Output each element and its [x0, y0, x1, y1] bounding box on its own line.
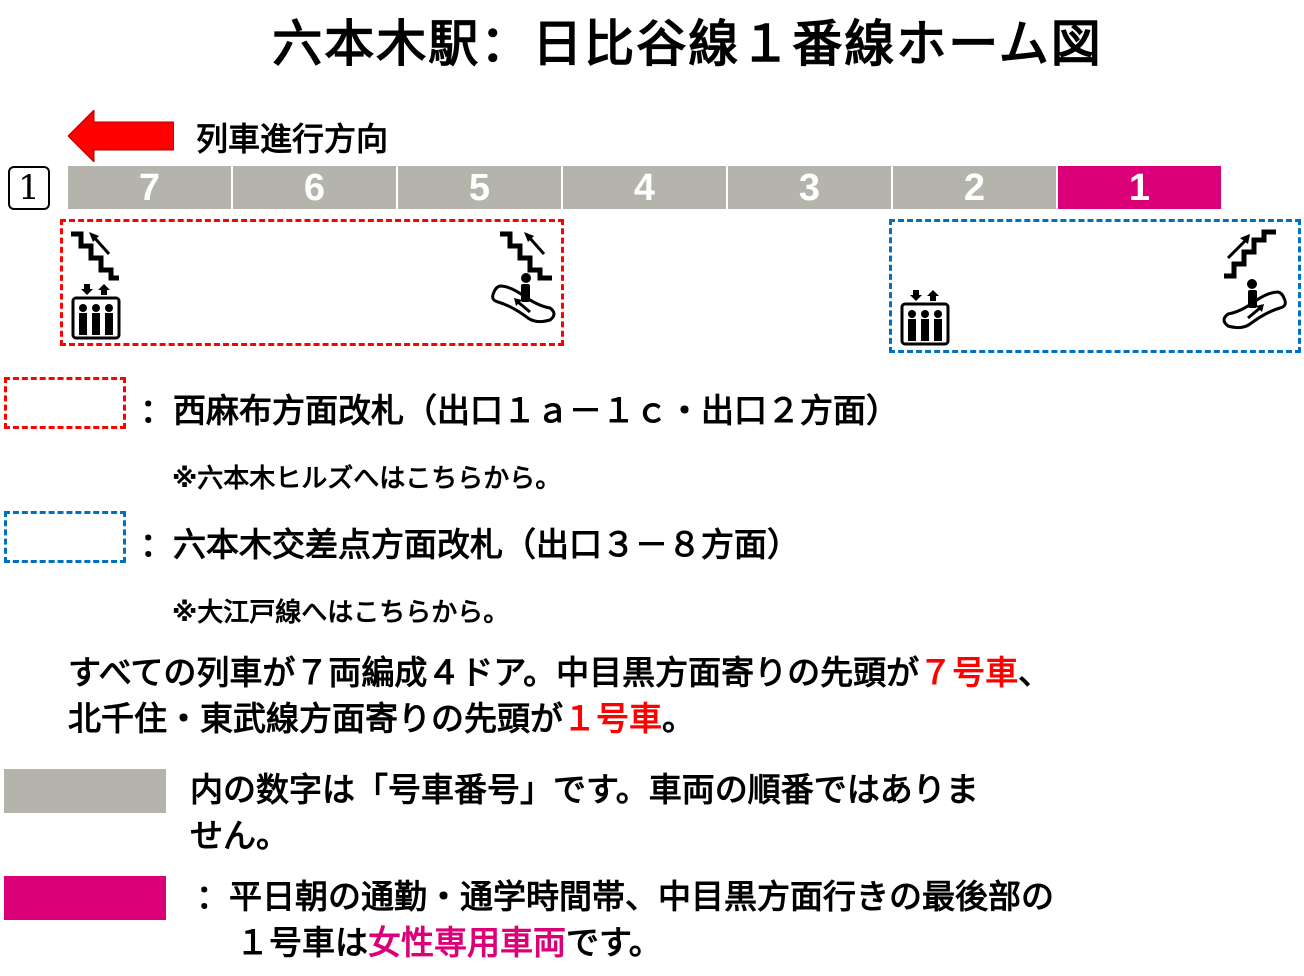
- women-only-swatch: [4, 876, 166, 920]
- info-text: すべての列車が７両編成４ドア。中目黒方面寄りの先頭が: [68, 653, 920, 692]
- car-number-description-line-2: せん。: [190, 816, 289, 855]
- train-cars: 7 6 5 4 3 2 1: [68, 166, 1221, 209]
- car-1-highlight: １号車: [563, 699, 662, 738]
- gate-area-roppongi-crossing: [889, 219, 1301, 353]
- info-text: 。: [662, 699, 695, 738]
- track-number-badge: 1: [8, 166, 50, 210]
- page-title: 六本木駅：日比谷線１番線ホーム図: [272, 15, 1103, 73]
- info-text: です。: [566, 923, 662, 962]
- car-4: 4: [563, 166, 726, 209]
- women-only-description: ：平日朝の通勤・通学時間帯、中目黒方面行きの最後部の １号車は女性専用車両です。: [196, 874, 1054, 966]
- escalator-up-icon: [1222, 279, 1287, 330]
- car-2: 2: [893, 166, 1056, 209]
- women-only-car-highlight: 女性専用車両: [368, 923, 566, 962]
- car-number-description-line-1: 内の数字は「号車番号」です。車両の順番ではありま: [190, 770, 979, 809]
- legend-red-gate-swatch: [4, 377, 126, 429]
- direction-arrow-left-icon: [68, 110, 174, 162]
- elevator-icon: [900, 290, 950, 346]
- car-6: 6: [233, 166, 396, 209]
- car-5: 5: [398, 166, 561, 209]
- car-3: 3: [728, 166, 891, 209]
- stairs-up-icon: [1224, 229, 1276, 279]
- train-info-line-1: すべての列車が７両編成４ドア。中目黒方面寄りの先頭が７号車、: [68, 650, 1051, 696]
- info-text: １号車は: [236, 923, 368, 962]
- legend-blue-gate-label: ：六本木交差点方面改札（出口３－８方面）: [140, 525, 800, 564]
- car-7: 7: [68, 166, 231, 209]
- train-info-line-2: 北千住・東武線方面寄りの先頭が１号車。: [68, 696, 1051, 742]
- info-text: 、: [1018, 653, 1052, 692]
- gate-area-nishiazabu: [60, 219, 564, 346]
- elevator-icon: [71, 284, 121, 340]
- escalator-up-icon: [491, 273, 556, 324]
- car-number-swatch: [4, 769, 166, 813]
- stairs-up-icon: [71, 231, 119, 281]
- women-only-description-line-2: １号車は女性専用車両です。: [196, 920, 1054, 966]
- direction-label: 列車進行方向: [196, 120, 389, 158]
- car-1-women-only: 1: [1058, 166, 1221, 209]
- legend-blue-gate-swatch: [4, 511, 126, 563]
- legend-red-gate-label: ：西麻布方面改札（出口１ａ－１ｃ・出口２方面）: [140, 391, 899, 430]
- info-text: 北千住・東武線方面寄りの先頭が: [68, 699, 563, 738]
- women-only-description-line-1: ：平日朝の通勤・通学時間帯、中目黒方面行きの最後部の: [196, 877, 1054, 916]
- legend-blue-gate-note: ※大江戸線へはこちらから。: [172, 598, 510, 628]
- legend-red-gate-note: ※六本木ヒルズへはこちらから。: [172, 464, 562, 494]
- train-info-paragraph: すべての列車が７両編成４ドア。中目黒方面寄りの先頭が７号車、 北千住・東武線方面…: [68, 650, 1051, 742]
- stairs-up-icon: [500, 231, 552, 281]
- car-number-description: 内の数字は「号車番号」です。車両の順番ではありま せん。: [190, 767, 979, 859]
- car-7-highlight: ７号車: [919, 653, 1019, 692]
